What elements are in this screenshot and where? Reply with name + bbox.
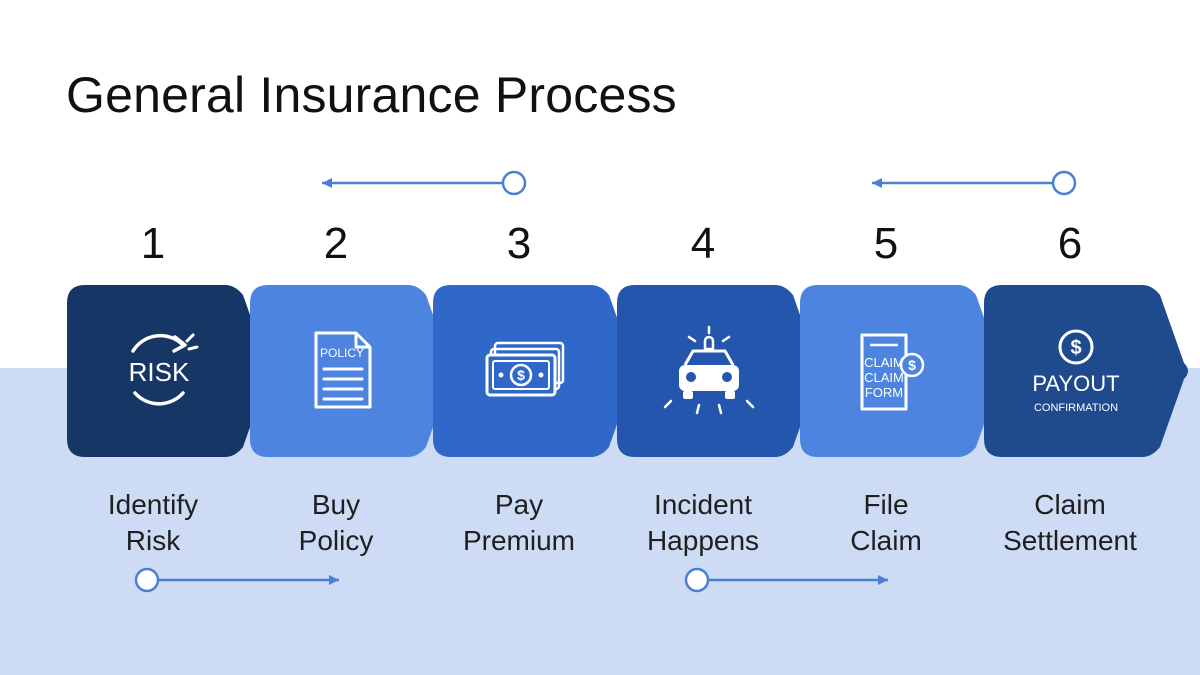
payout-icon: $ PAYOUT CONFIRMATION <box>1032 329 1120 414</box>
step-caption: File <box>863 489 908 520</box>
banknote-inner-border <box>492 360 550 390</box>
claim-form-label: CLAIM <box>864 355 904 370</box>
step-number: 3 <box>507 219 531 268</box>
document-outline <box>314 331 372 409</box>
car-headlight <box>722 372 732 382</box>
banknote-front <box>485 353 557 397</box>
step-caption: Incident <box>654 489 752 520</box>
payout-icon-label: PAYOUT <box>1032 371 1119 396</box>
banknote-dot <box>538 372 544 378</box>
connector-start-circle <box>501 170 527 196</box>
risk-icon-label: RISK <box>129 357 190 387</box>
step-caption: Policy <box>299 525 374 556</box>
top-connector-right <box>872 170 1077 196</box>
step-caption: Settlement <box>1003 525 1137 556</box>
step-caption: Pay <box>495 489 543 520</box>
cycle-arrow-bottom <box>133 391 185 406</box>
policy-document-icon: POLICY <box>314 331 372 409</box>
connector-arrowhead-icon <box>878 575 888 585</box>
coin-circle <box>509 363 533 387</box>
confirmation-icon-label: CONFIRMATION <box>1034 402 1118 414</box>
step-caption: Identify <box>108 489 198 520</box>
connector-arrowhead-icon <box>872 178 882 188</box>
dollar-coin-icon <box>1058 329 1094 365</box>
siren-light-icon <box>703 335 715 351</box>
step-caption: Claim <box>850 525 922 556</box>
impact-lines <box>663 399 755 415</box>
connector-start-circle <box>684 567 710 593</box>
step-chevron <box>67 285 271 457</box>
step-number: 2 <box>324 219 348 268</box>
step-number: 5 <box>874 219 898 268</box>
siren-rays <box>687 325 731 343</box>
top-connector-left <box>322 170 527 196</box>
banknote-dot <box>498 372 504 378</box>
claim-form-label: FORM <box>865 385 903 400</box>
document-fold <box>354 333 370 349</box>
car-wheel <box>683 391 693 399</box>
connector-start-circle <box>134 567 160 593</box>
page-title: General Insurance Process <box>66 67 677 123</box>
form-outline <box>860 333 908 411</box>
connector-arrowhead-icon <box>322 178 332 188</box>
banknotes-icon: $ <box>485 341 565 397</box>
car-roof <box>683 349 735 366</box>
bottom-connector-right <box>684 567 888 593</box>
step-caption: Premium <box>463 525 575 556</box>
bottom-connector-left <box>134 567 339 593</box>
car-incident-icon <box>663 325 755 415</box>
step-chevron <box>250 285 454 457</box>
dollar-sign-icon: $ <box>908 357 916 373</box>
car-headlight <box>686 372 696 382</box>
policy-icon-label: POLICY <box>320 346 364 360</box>
car-wheel <box>725 391 735 399</box>
step-caption: Claim <box>1034 489 1106 520</box>
step-number: 6 <box>1058 219 1082 268</box>
step-number: 1 <box>141 219 165 268</box>
step-caption: Risk <box>126 525 181 556</box>
car-body <box>679 365 739 391</box>
step-chevron <box>984 285 1188 457</box>
coin-circle <box>899 352 925 378</box>
dollar-sign-icon: $ <box>1070 337 1081 359</box>
connector-arrowhead-icon <box>329 575 339 585</box>
dollar-sign-icon: $ <box>517 367 525 383</box>
claim-form-label: CLAIM <box>864 370 904 385</box>
step-number: 4 <box>691 219 715 268</box>
step-caption: Buy <box>312 489 360 520</box>
step-caption: Happens <box>647 525 759 556</box>
risk-cycle-icon: RISK <box>129 333 199 406</box>
spark-icon <box>185 333 199 351</box>
cycle-arrowhead-icon <box>172 335 187 353</box>
connector-start-circle <box>1051 170 1077 196</box>
